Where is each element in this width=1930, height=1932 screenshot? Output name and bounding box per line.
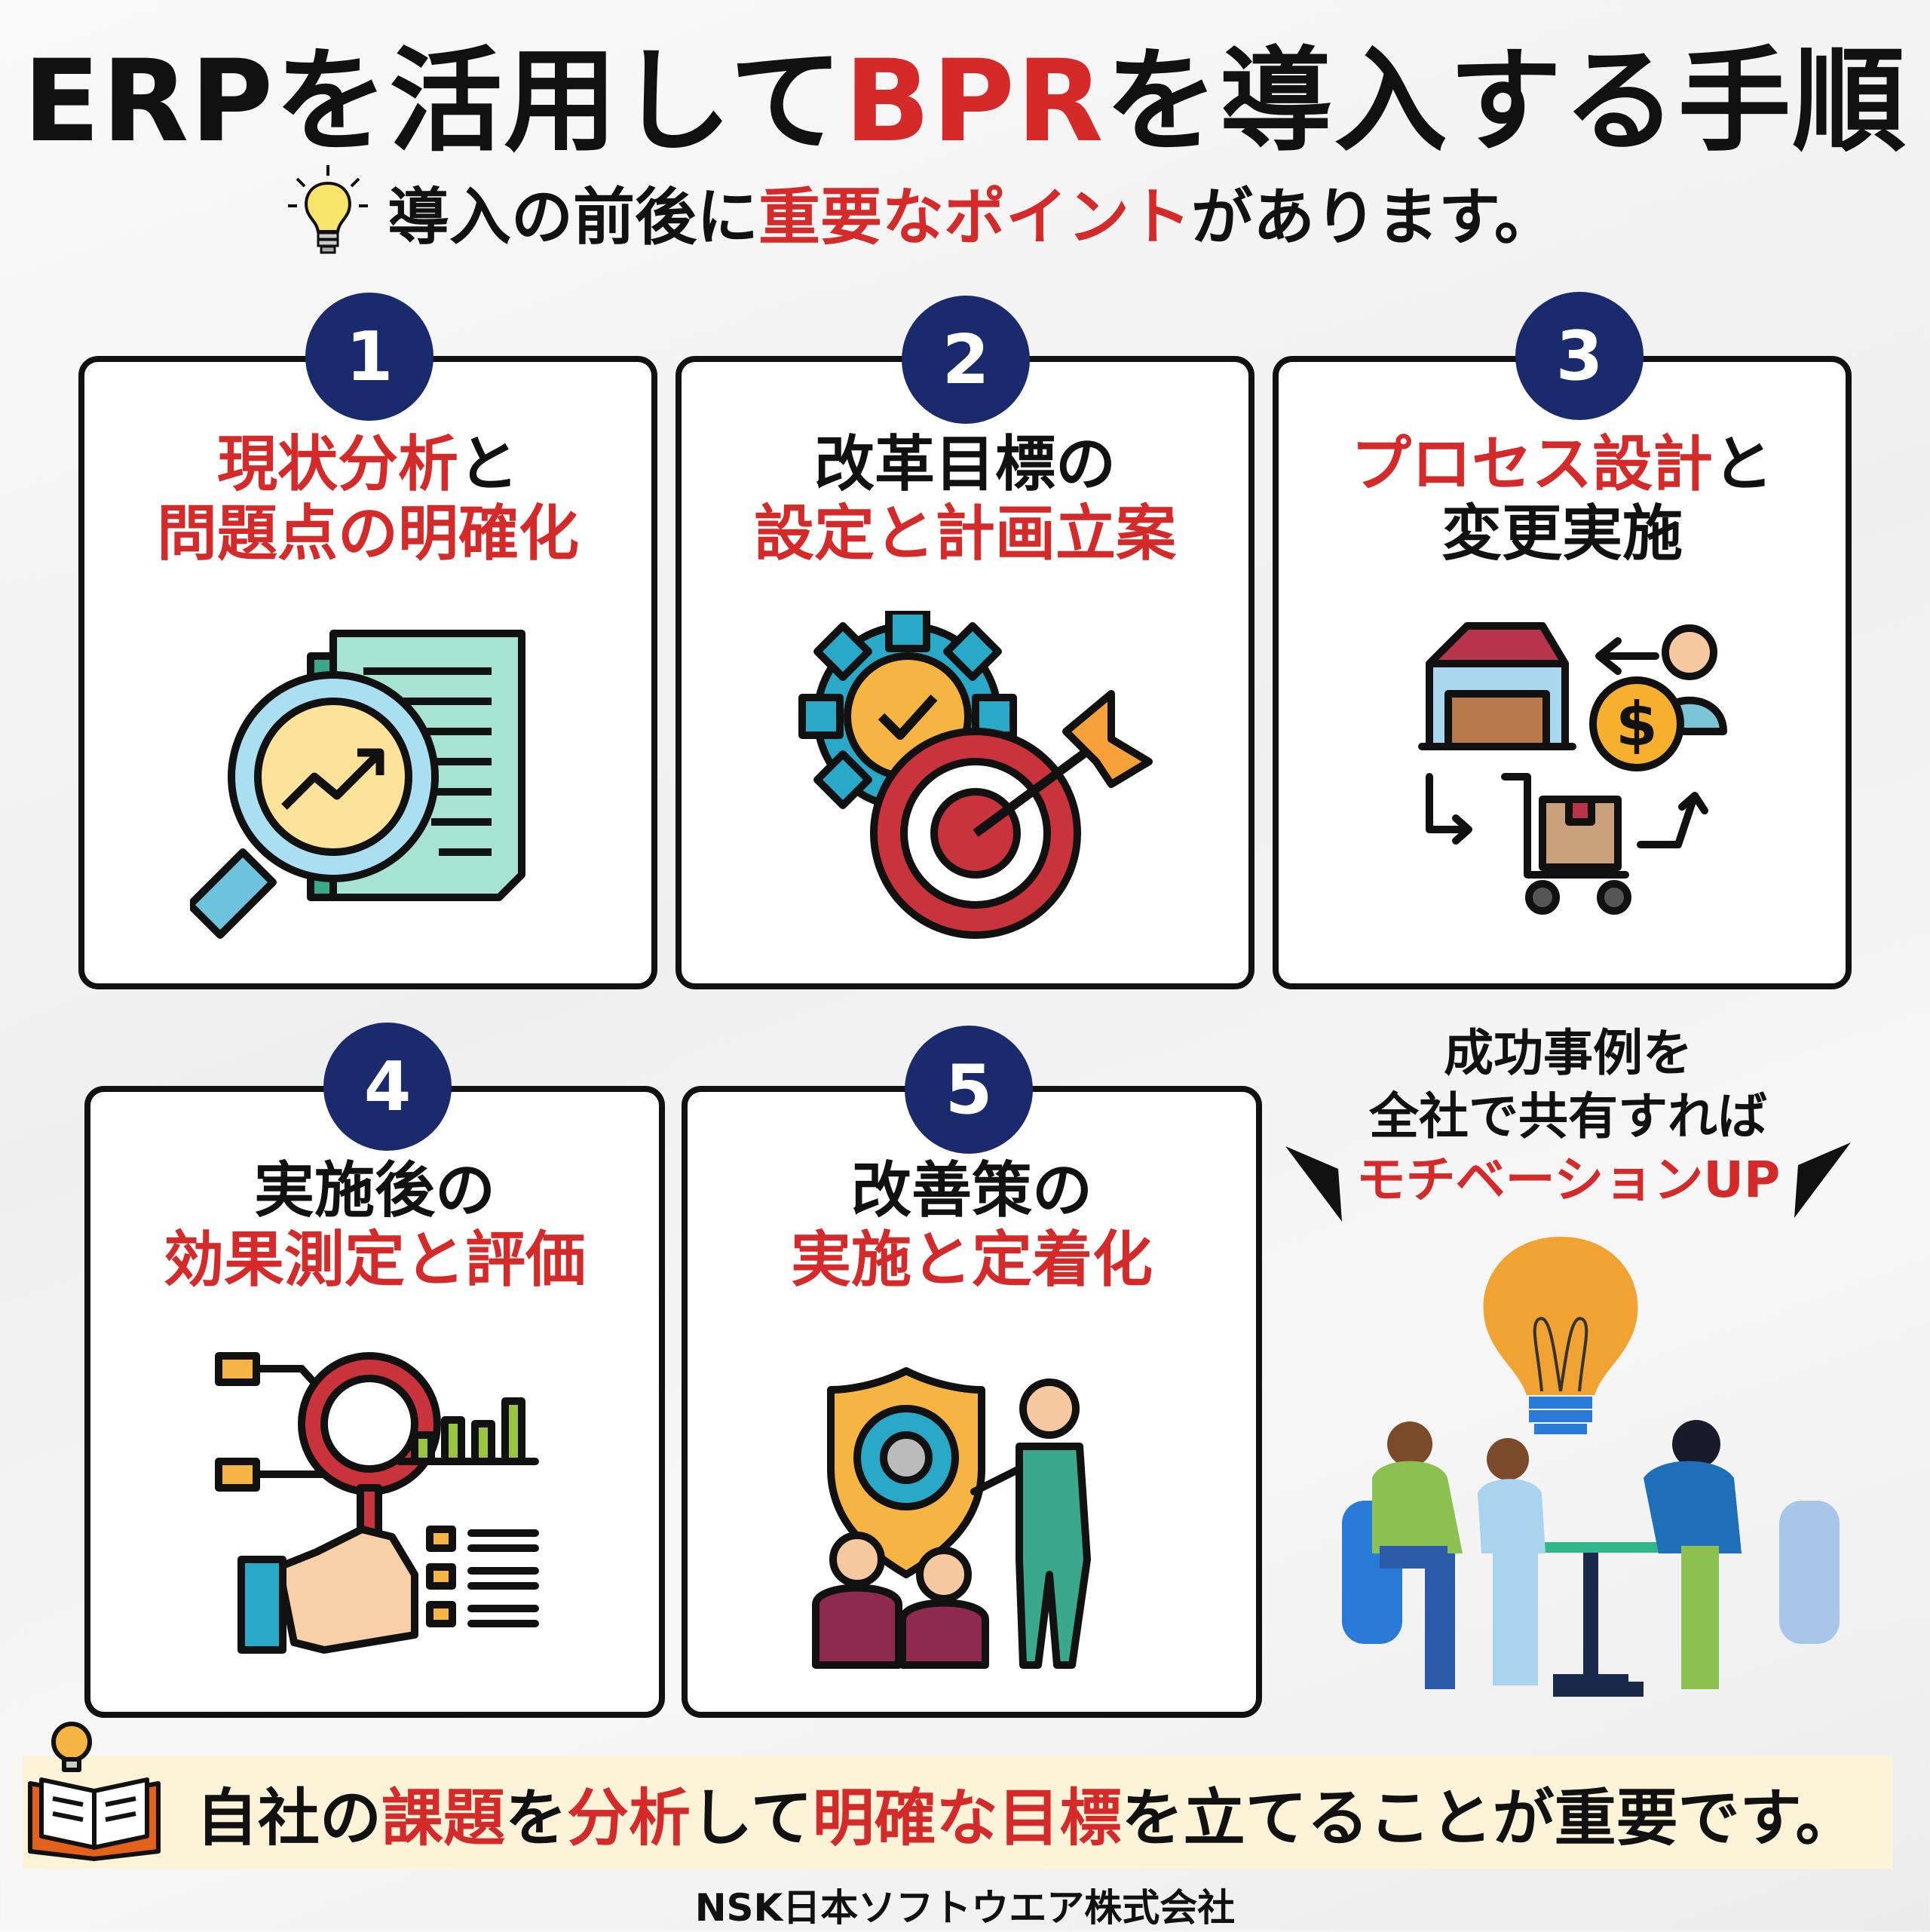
subtitle: 導入の前後に重要なポイントがあります。 <box>286 151 1556 271</box>
step-card-3: プロセス設計と 変更実施 $ <box>1273 356 1852 989</box>
step-number-badge-4: 4 <box>323 1023 452 1151</box>
step-number-badge-1: 1 <box>305 293 433 421</box>
right-accent-mark <box>1794 1142 1851 1218</box>
step-number-badge-5: 5 <box>905 1026 1033 1154</box>
process-flow-icon: $ <box>1418 622 1727 915</box>
step-title: 実施後の 効果測定と評価 <box>164 1155 586 1295</box>
magnifier-chart-icon <box>215 1352 539 1654</box>
book-idea-icon <box>28 1722 161 1861</box>
step-number-badge-2: 2 <box>902 296 1030 424</box>
company-name: NSK日本ソフトウエア株式会社 <box>694 1886 1236 1930</box>
side-message: 成功事例を 全社で共有すれば モチベーションUP <box>1356 1024 1781 1209</box>
step-card-4: 実施後の 効果測定と評価 <box>84 1086 665 1718</box>
step-title: 改革目標の 設定と計画立案 <box>754 429 1176 569</box>
step-card-1: 現状分析と 問題点の明確化 <box>78 356 657 989</box>
page-title: ERPを活用してBPRを導入する手順 <box>23 36 1907 167</box>
gear-target-icon <box>798 611 1153 939</box>
step-title: 現状分析と 問題点の明確化 <box>157 429 579 569</box>
shield-team-icon <box>812 1367 1091 1669</box>
left-accent-mark <box>1285 1146 1342 1222</box>
step-number-badge-3: 3 <box>1515 292 1644 420</box>
step-card-2: 改革目標の 設定と計画立案 <box>676 356 1254 989</box>
step-card-5: 改善策の 実施と定着化 <box>682 1086 1262 1718</box>
team-meeting-lightbulb-icon <box>1342 1237 1840 1697</box>
footer-band <box>23 1756 1892 1869</box>
step-title: プロセス設計と 変更実施 <box>1351 429 1773 569</box>
step-title: 改善策の 実施と定着化 <box>791 1155 1153 1295</box>
svg-text:$: $ <box>1616 689 1658 759</box>
document-magnifier-icon <box>190 630 525 939</box>
lightbulb-icon <box>288 165 368 254</box>
footer-message: 自社の課題を分析して明確な目標を立てることが重要です。 <box>196 1782 1858 1854</box>
